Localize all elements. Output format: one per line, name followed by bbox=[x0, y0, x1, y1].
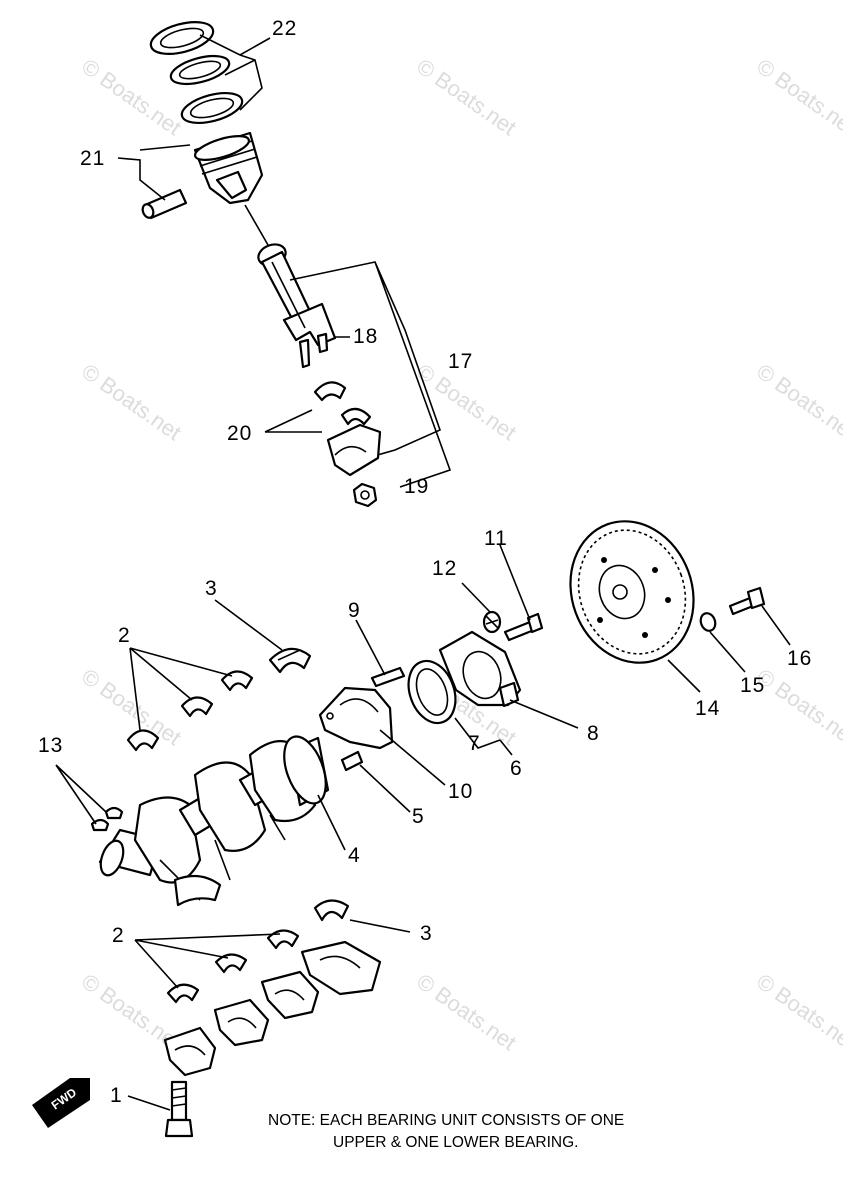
watermark-12: © Boats.net bbox=[752, 969, 843, 1056]
piston-pin bbox=[141, 188, 188, 220]
flywheel bbox=[569, 520, 695, 664]
watermark-9: © Boats.net bbox=[752, 664, 843, 751]
oil-seal bbox=[407, 659, 457, 725]
crankshaft bbox=[98, 735, 330, 907]
callout-1: 1 bbox=[110, 1084, 123, 1107]
seal-housing bbox=[438, 630, 522, 708]
callout-7: 7 bbox=[468, 732, 481, 755]
watermark-3: © Boats.net bbox=[752, 54, 843, 141]
callout-9: 9 bbox=[348, 599, 361, 622]
watermark-1: © Boats.net bbox=[77, 54, 186, 141]
forward-arrow-icon: FWD bbox=[32, 1078, 90, 1128]
callout-13: 13 bbox=[38, 734, 63, 757]
dowel-pin bbox=[340, 750, 364, 772]
main-bearing-caps bbox=[163, 940, 382, 1077]
callout-11: 11 bbox=[484, 527, 508, 550]
callout-3-lower: 3 bbox=[420, 922, 433, 945]
callout-18: 18 bbox=[353, 325, 378, 348]
cap-bolt bbox=[164, 1080, 194, 1138]
callout-6: 6 bbox=[510, 757, 523, 780]
callout-10: 10 bbox=[448, 780, 473, 803]
callout-19: 19 bbox=[404, 475, 429, 498]
bolt-11 bbox=[503, 612, 544, 642]
callout-15: 15 bbox=[740, 674, 765, 697]
upper-main-bearings bbox=[126, 647, 312, 752]
piston-rings bbox=[149, 21, 244, 125]
callout-5: 5 bbox=[412, 805, 425, 828]
watermark-2: © Boats.net bbox=[412, 54, 521, 141]
flywheel-bolt bbox=[728, 586, 766, 616]
piston bbox=[193, 131, 264, 205]
note-line-1: NOTE: EACH BEARING UNIT CONSISTS OF ONE bbox=[268, 1112, 624, 1129]
rod-nut bbox=[352, 482, 378, 508]
watermarks: © Boats.net © Boats.net © Boats.net © Bo… bbox=[77, 54, 843, 1056]
callout-16: 16 bbox=[787, 647, 812, 670]
woodruff-keys bbox=[90, 806, 124, 832]
watermark-11: © Boats.net bbox=[412, 969, 521, 1056]
lower-main-bearings bbox=[166, 899, 350, 1004]
stud bbox=[370, 666, 406, 688]
callout-2-lower: 2 bbox=[112, 924, 125, 947]
flywheel-washer bbox=[699, 612, 717, 632]
connecting-rod bbox=[257, 243, 337, 369]
callout-4: 4 bbox=[348, 844, 361, 867]
callout-2-upper: 2 bbox=[118, 624, 131, 647]
note-line-2: UPPER & ONE LOWER BEARING. bbox=[333, 1134, 578, 1151]
washer bbox=[482, 610, 502, 634]
callout-14: 14 bbox=[695, 697, 720, 720]
callout-20: 20 bbox=[227, 422, 252, 445]
watermark-4: © Boats.net bbox=[77, 359, 186, 446]
callout-17: 17 bbox=[448, 350, 473, 373]
seal-plate bbox=[318, 686, 394, 750]
callout-22: 22 bbox=[272, 17, 297, 40]
callout-8: 8 bbox=[587, 722, 600, 745]
callout-21: 21 bbox=[80, 147, 105, 170]
callouts: 22 21 18 17 20 19 11 12 3 9 2 16 15 14 8… bbox=[38, 17, 812, 1107]
watermark-6: © Boats.net bbox=[752, 359, 843, 446]
callout-3-upper: 3 bbox=[205, 577, 218, 600]
bearing-note: NOTE: EACH BEARING UNIT CONSISTS OF ONE … bbox=[268, 1112, 624, 1151]
rod-bearings bbox=[313, 381, 382, 477]
callout-12: 12 bbox=[432, 557, 457, 580]
